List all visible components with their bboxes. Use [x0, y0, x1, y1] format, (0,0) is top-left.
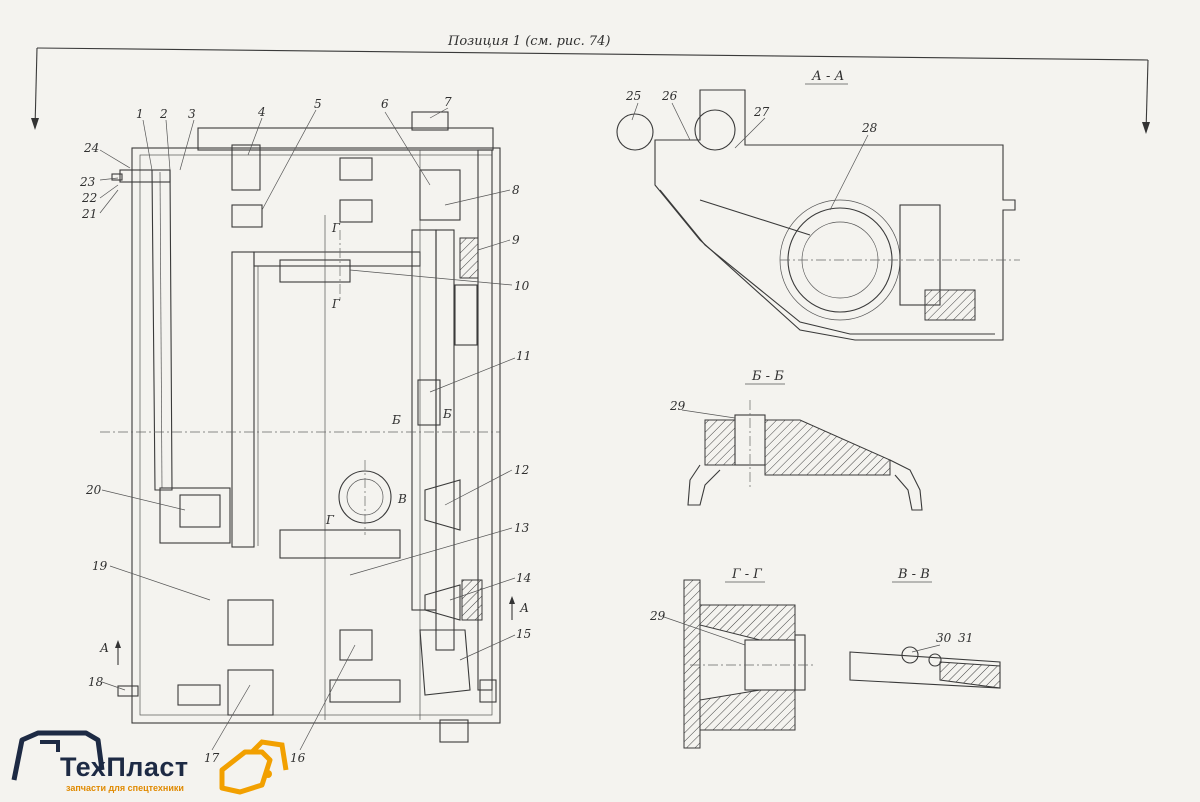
section-bb-title: Б - Б: [751, 369, 784, 384]
callout-25: 25: [625, 89, 641, 103]
callout-24: 24: [83, 141, 99, 155]
callout-labels: 1 2 3 4 5 6 7 8 9 10 11 12 13 14 15 16 1…: [79, 89, 973, 765]
logo-tagline: запчасти для спецтехники: [66, 783, 184, 793]
callout-1: 1: [136, 107, 144, 121]
callout-6: 6: [381, 97, 389, 111]
callout-3: 3: [188, 107, 196, 121]
callout-29-bb: 29: [669, 399, 686, 413]
callout-16: 16: [290, 751, 306, 765]
techplast-logo: [11, 730, 289, 795]
callout-17: 17: [204, 751, 220, 765]
callout-19: 19: [92, 559, 108, 573]
callout-31: 31: [958, 631, 973, 645]
callout-14: 14: [516, 571, 531, 585]
callout-21: 21: [81, 207, 97, 221]
callout-10: 10: [514, 279, 530, 293]
section-vv-title: В - В: [897, 567, 930, 582]
callout-28: 28: [861, 121, 878, 135]
callout-30: 30: [936, 631, 952, 645]
position-caption: Позиция 1 (см. рис. 74): [447, 34, 610, 49]
logo-name: ТехПласт: [60, 752, 189, 782]
callout-9: 9: [512, 233, 520, 247]
callout-18: 18: [88, 675, 104, 689]
marker-v: В: [397, 492, 407, 506]
section-aa: А - А: [616, 69, 1020, 341]
callout-12: 12: [514, 463, 529, 477]
callout-27: 27: [753, 105, 770, 119]
section-gg: Г - Г: [683, 567, 815, 749]
callout-20: 20: [85, 483, 102, 497]
callout-23: 23: [79, 175, 96, 189]
callout-13: 13: [514, 521, 530, 535]
position-arrow: Позиция 1 (см. рис. 74): [31, 30, 1150, 134]
plan-view: [100, 111, 501, 743]
callout-leaders: [99, 102, 941, 751]
callout-22: 22: [81, 191, 97, 205]
marker-b-right: Б: [442, 407, 452, 421]
marker-b-left: Б: [391, 413, 401, 427]
callout-5: 5: [314, 97, 322, 111]
section-vv: В - В: [849, 567, 1001, 689]
callout-7: 7: [444, 95, 452, 109]
section-gg-title: Г - Г: [731, 567, 762, 582]
section-markers: А А Б Б В Г Г Г: [99, 221, 529, 665]
marker-a-right: А: [519, 601, 529, 615]
marker-g-lower: Г: [325, 513, 335, 527]
callout-11: 11: [516, 349, 531, 363]
section-bb: Б - Б: [687, 369, 923, 511]
callout-15: 15: [516, 627, 531, 641]
callout-26: 26: [661, 89, 678, 103]
marker-g-bottom: Г: [331, 297, 341, 311]
section-aa-title: А - А: [811, 69, 844, 84]
callout-29-gg: 29: [649, 609, 666, 623]
marker-a-left: А: [99, 641, 109, 655]
marker-g-top: Г: [331, 221, 341, 235]
callout-2: 2: [159, 107, 168, 121]
callout-4: 4: [257, 105, 266, 119]
callout-8: 8: [512, 183, 520, 197]
